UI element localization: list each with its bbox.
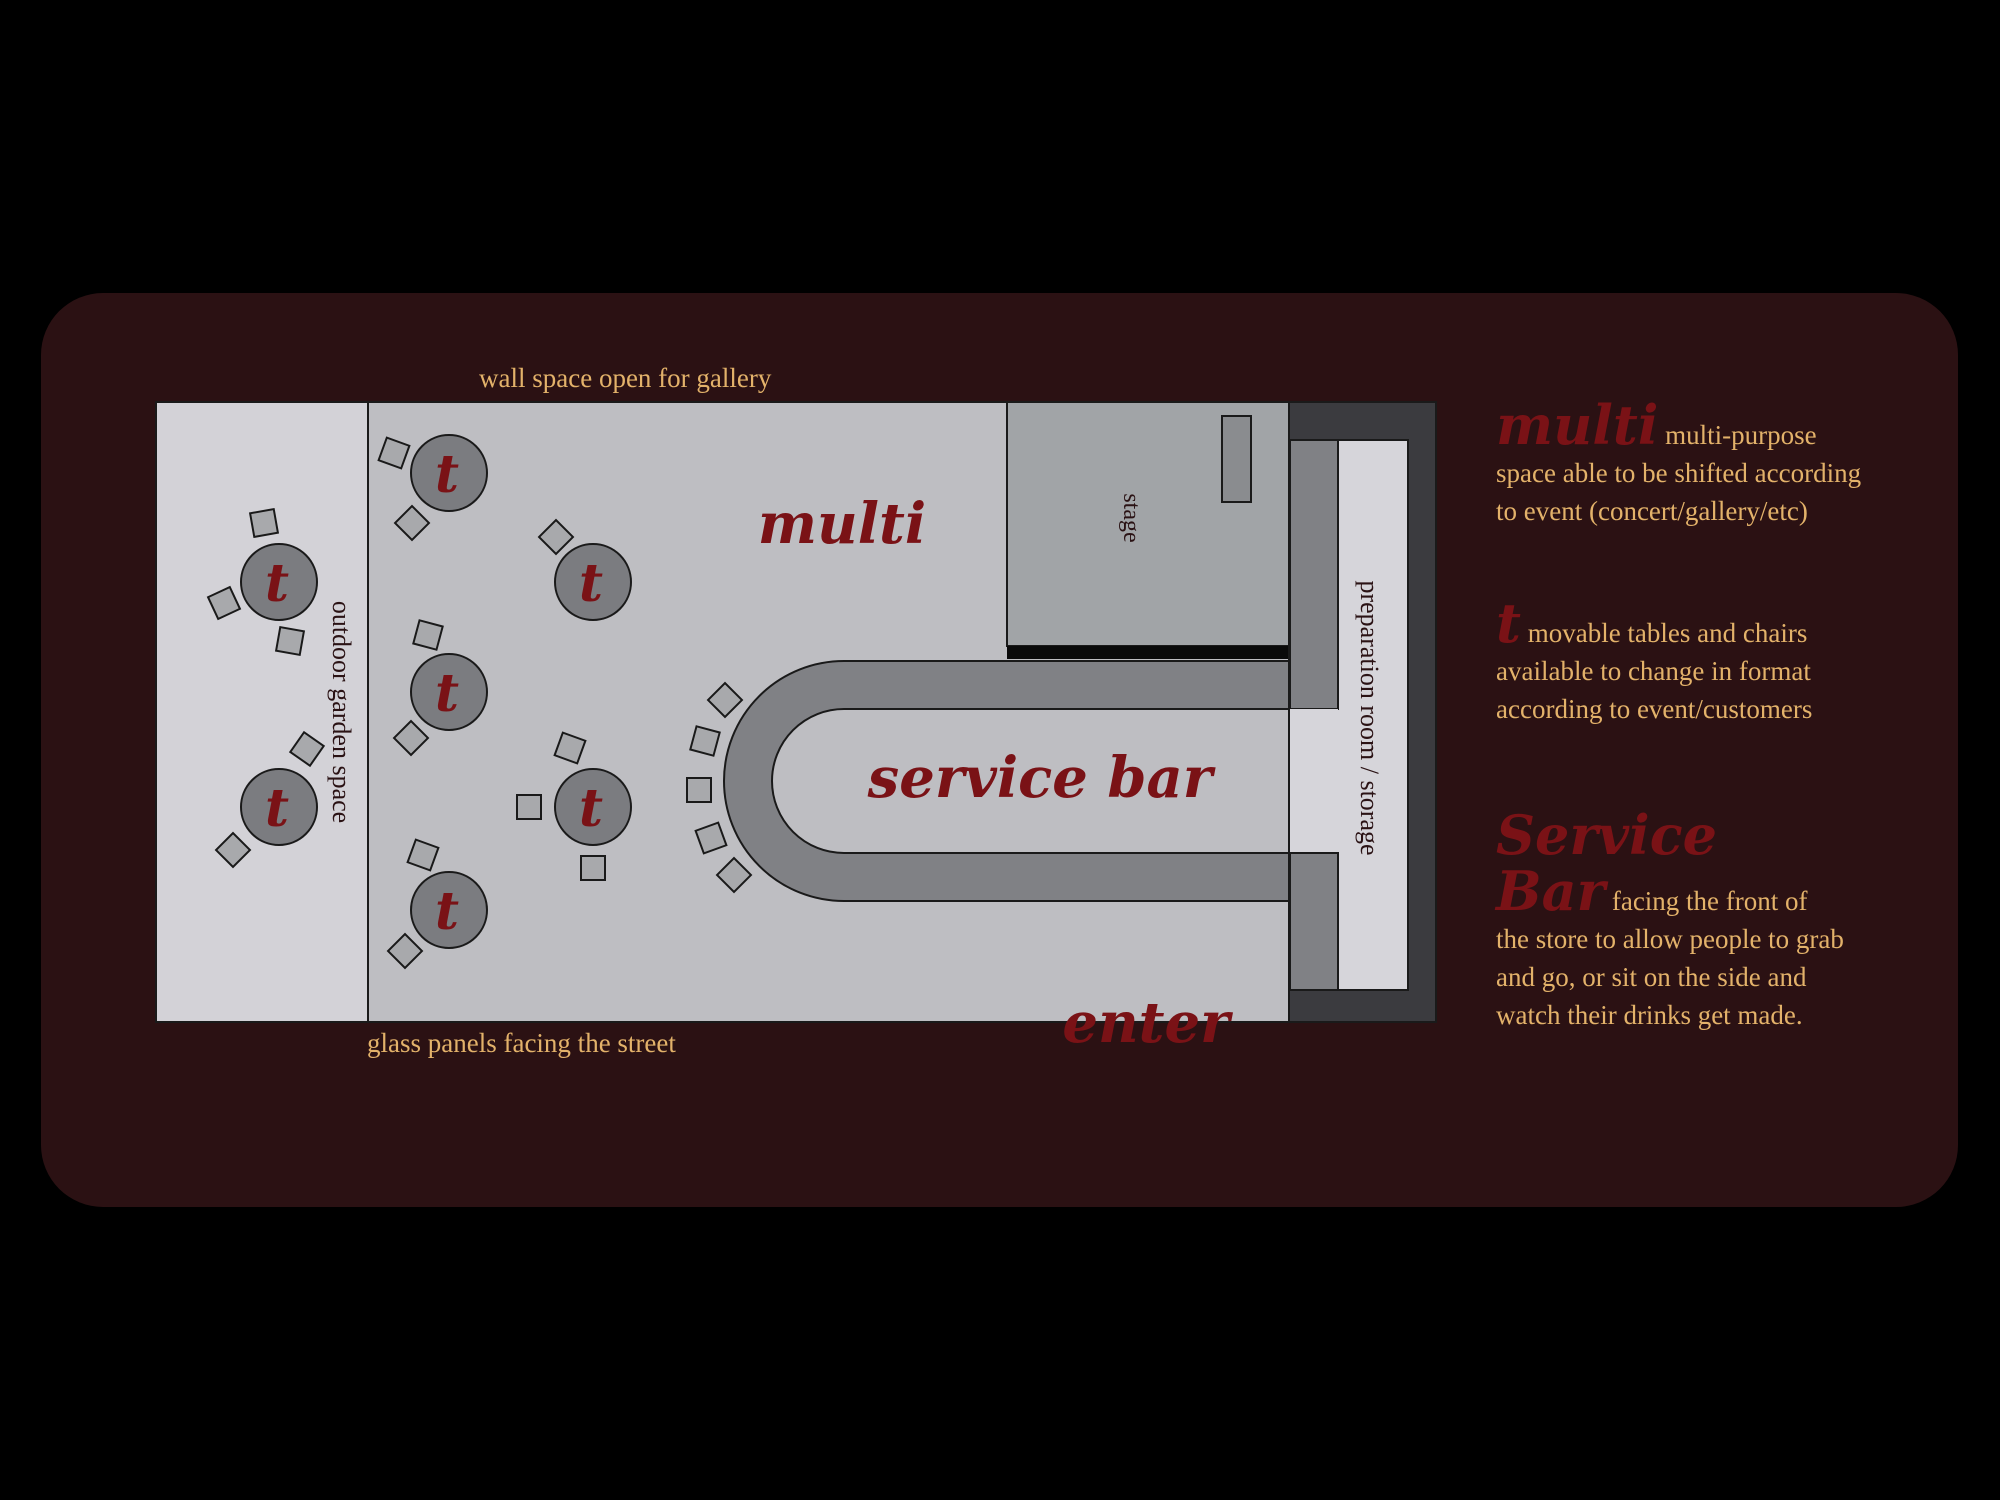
prep-counter-bottom xyxy=(1289,852,1339,991)
legend-table-text: movable tables and chairs available to c… xyxy=(1496,618,1813,724)
table-mark: t xyxy=(579,778,603,839)
table xyxy=(410,653,488,731)
prep-opening xyxy=(1290,709,1338,853)
chair xyxy=(553,731,587,765)
legend-table-key: t xyxy=(1496,591,1521,655)
outdoor-garden-area xyxy=(155,401,369,1023)
table-mark: t xyxy=(435,881,459,942)
table xyxy=(554,768,632,846)
chair xyxy=(537,518,575,556)
legend-multi-text: multi-purpose space able to be shifted a… xyxy=(1496,420,1862,526)
legend-service-bar: Service Bar facing the front of the stor… xyxy=(1496,806,1846,1034)
multi-label: multi xyxy=(758,491,926,557)
outdoor-garden-label: outdoor garden space xyxy=(327,601,356,823)
stage-edge xyxy=(1007,646,1289,659)
table-mark: t xyxy=(265,553,289,614)
enter-label: enter xyxy=(1062,990,1233,1056)
glass-panels-note: glass panels facing the street xyxy=(367,1028,676,1058)
table-mark: t xyxy=(435,444,459,505)
chair xyxy=(206,585,242,621)
legend-bar-key-line1: Service xyxy=(1496,803,1717,867)
chair xyxy=(694,821,728,855)
service-bar-counter xyxy=(723,660,1290,902)
table xyxy=(240,543,318,621)
chair xyxy=(393,504,431,542)
legend-table: t movable tables and chairs available to… xyxy=(1496,596,1836,728)
table xyxy=(240,768,318,846)
legend-bar-key-line2: Bar xyxy=(1496,859,1606,923)
legend-bar-text: facing the front of the store to allow p… xyxy=(1496,886,1844,1030)
gallery-wall-note: wall space open for gallery xyxy=(479,363,772,393)
service-bar-label: service bar xyxy=(867,745,1216,811)
chair xyxy=(274,625,306,657)
table-mark: t xyxy=(435,663,459,724)
prep-room-floor xyxy=(1334,439,1409,991)
chair xyxy=(288,730,326,768)
chair xyxy=(412,619,444,651)
table-mark: t xyxy=(265,778,289,839)
chair xyxy=(248,507,280,539)
chair xyxy=(516,794,542,820)
chair xyxy=(392,719,430,757)
table xyxy=(410,434,488,512)
chair xyxy=(706,681,744,719)
prep-room-label: preparation room / storage xyxy=(1355,580,1384,855)
chair xyxy=(689,725,721,757)
stage-label: stage xyxy=(1118,493,1144,542)
chair xyxy=(715,856,753,894)
chair xyxy=(580,855,606,881)
legend-multi: multi multi-purpose space able to be shi… xyxy=(1496,398,1866,530)
chair xyxy=(686,777,712,803)
table xyxy=(410,871,488,949)
prep-counter-top xyxy=(1289,439,1339,710)
legend-multi-key: multi xyxy=(1496,393,1659,457)
chair xyxy=(214,831,252,869)
table xyxy=(554,543,632,621)
table-mark: t xyxy=(579,553,603,614)
stage-speaker xyxy=(1221,415,1252,503)
chair xyxy=(377,436,411,470)
chair xyxy=(406,838,440,872)
chair xyxy=(386,932,424,970)
